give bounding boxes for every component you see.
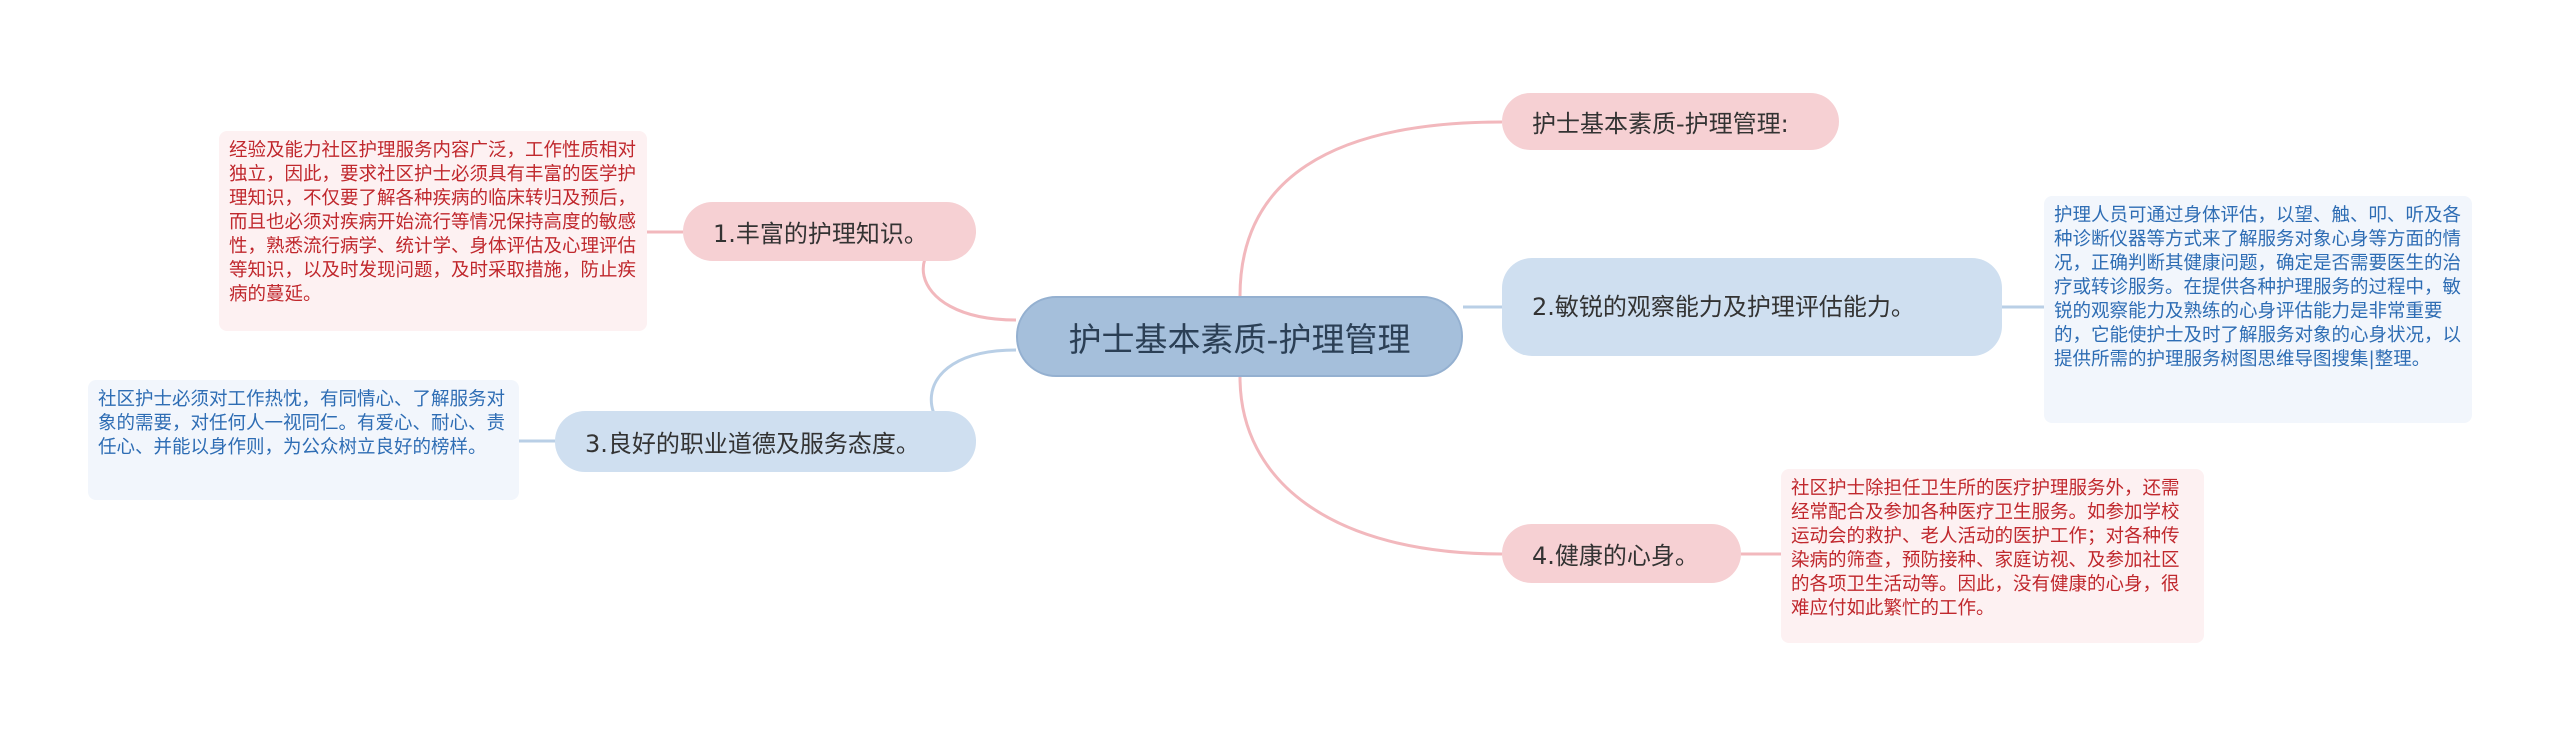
branch-knowledge[interactable]: 1.丰富的护理知识。 <box>683 202 976 261</box>
note-text: 社区护士除担任卫生所的医疗护理服务外，还需经常配合及参加各种医疗卫生服务。如参加… <box>1791 478 2180 619</box>
branch-health[interactable]: 4.健康的心身。 <box>1502 524 1741 583</box>
note-observation: 护理人员可通过身体评估，以望、触、叩、听及各种诊断仪器等方式来了解服务对象心身等… <box>2044 196 2472 423</box>
note-knowledge: 经验及能力社区护理服务内容广泛，工作性质相对独立，因此，要求社区护士必须具有丰富… <box>219 131 647 331</box>
branch-title[interactable]: 护士基本素质-护理管理: <box>1502 93 1839 150</box>
note-text: 经验及能力社区护理服务内容广泛，工作性质相对独立，因此，要求社区护士必须具有丰富… <box>229 140 637 305</box>
note-text: 护理人员可通过身体评估，以望、触、叩、听及各种诊断仪器等方式来了解服务对象心身等… <box>2054 205 2462 370</box>
branch-label: 护士基本素质-护理管理: <box>1532 110 1789 138</box>
branch-label: 3.良好的职业道德及服务态度。 <box>585 430 920 458</box>
link-center-to-title <box>1238 120 1503 297</box>
note-text: 社区护士必须对工作热忱，有同情心、了解服务对象的需要，对任何人一视同仁。有爱心、… <box>98 389 506 458</box>
branch-ethics[interactable]: 3.良好的职业道德及服务态度。 <box>555 411 976 472</box>
note-ethics: 社区护士必须对工作热忱，有同情心、了解服务对象的需要，对任何人一视同仁。有爱心、… <box>88 380 519 500</box>
central-topic[interactable]: 护士基本素质-护理管理 <box>1016 296 1463 377</box>
branch-label: 1.丰富的护理知识。 <box>713 220 928 248</box>
link-center-to-branch4 <box>1238 376 1503 556</box>
branch-label: 2.敏锐的观察能力及护理评估能力。 <box>1532 293 1915 321</box>
note-health: 社区护士除担任卫生所的医疗护理服务外，还需经常配合及参加各种医疗卫生服务。如参加… <box>1781 469 2204 643</box>
branch-observation[interactable]: 2.敏锐的观察能力及护理评估能力。 <box>1502 258 2002 356</box>
central-topic-label: 护士基本素质-护理管理 <box>1068 319 1411 359</box>
branch-label: 4.健康的心身。 <box>1532 542 1699 570</box>
